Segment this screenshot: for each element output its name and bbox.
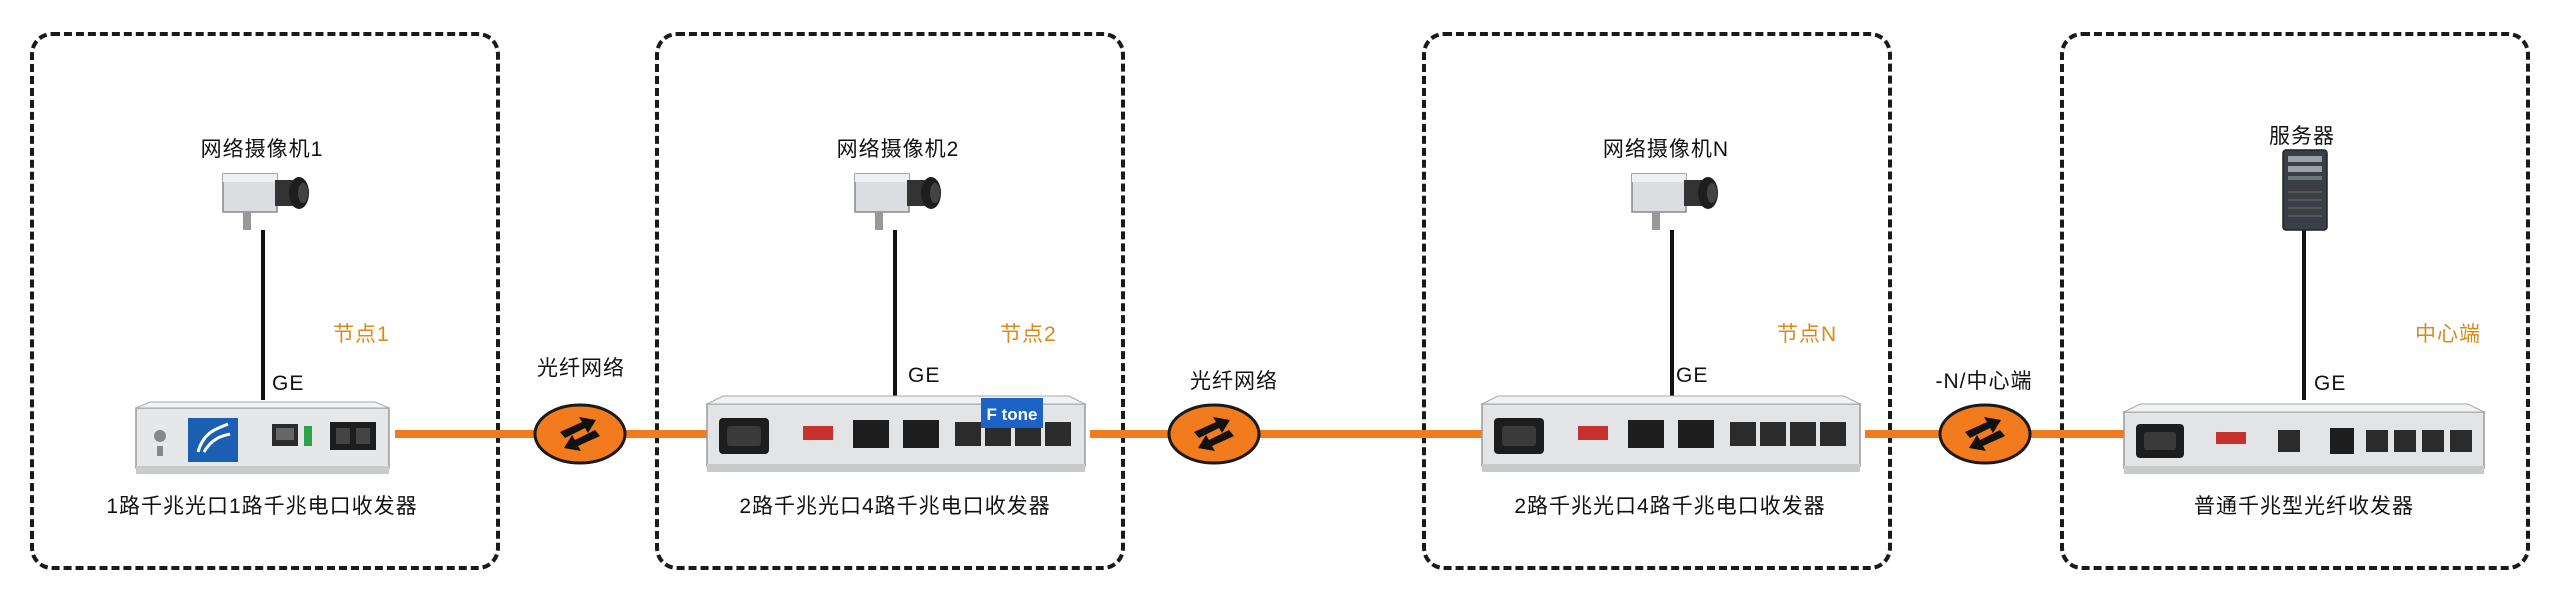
ge-label-n: GE: [1676, 364, 1709, 387]
node-label-n: 节点N: [1777, 323, 1838, 346]
camera-label-1: 网络摄像机1: [200, 138, 324, 161]
node-box-2: [655, 32, 1125, 570]
fiber-line-2: [1090, 430, 1490, 438]
ge-label-center: GE: [2314, 372, 2347, 395]
converter-device-1: [135, 401, 390, 474]
device-label-1: 1路千兆光口1路千兆电口收发器: [106, 495, 418, 518]
converter-device-2: [706, 395, 1086, 472]
fiber-hub-icon-2: [1167, 403, 1261, 465]
node-box-center: [2060, 32, 2530, 570]
ge-wire-1: [261, 230, 265, 400]
node-label-center: 中心端: [2415, 323, 2481, 346]
ge-wire-center: [2302, 228, 2306, 400]
camera-label-n: 网络摄像机N: [1602, 138, 1730, 161]
ge-wire-2: [893, 230, 897, 400]
node-label-2: 节点2: [1000, 323, 1057, 346]
camera-icon-1: [222, 173, 309, 230]
fiber-label-2: 光纤网络: [1190, 370, 1278, 393]
node-box-n: [1422, 32, 1892, 570]
server-label: 服务器: [2269, 125, 2335, 148]
node-box-1: [30, 32, 500, 570]
ge-wire-n: [1670, 230, 1674, 400]
camera-label-2: 网络摄像机2: [836, 138, 960, 161]
device-label-2: 2路千兆光口4路千兆电口收发器: [739, 495, 1051, 518]
fiber-hub-icon-3: [1938, 403, 2032, 465]
converter-device-n: [1481, 395, 1861, 472]
device-label-n: 2路千兆光口4路千兆电口收发器: [1514, 495, 1826, 518]
node-label-1: 节点1: [333, 323, 390, 346]
ge-label-1: GE: [272, 372, 305, 395]
camera-icon-2: [854, 173, 941, 230]
camera-icon-n: [1631, 173, 1718, 230]
device-label-center: 普通千兆型光纤收发器: [2194, 495, 2414, 518]
converter-device-center: [2123, 403, 2485, 474]
server-icon: [2282, 149, 2328, 231]
fiber-label-1: 光纤网络: [537, 357, 625, 380]
brand-logo: F tone: [986, 405, 1038, 424]
ge-label-2: GE: [908, 364, 941, 387]
fiber-hub-icon-1: [533, 403, 627, 465]
fiber-label-3: -N/中心端: [1935, 370, 2033, 393]
